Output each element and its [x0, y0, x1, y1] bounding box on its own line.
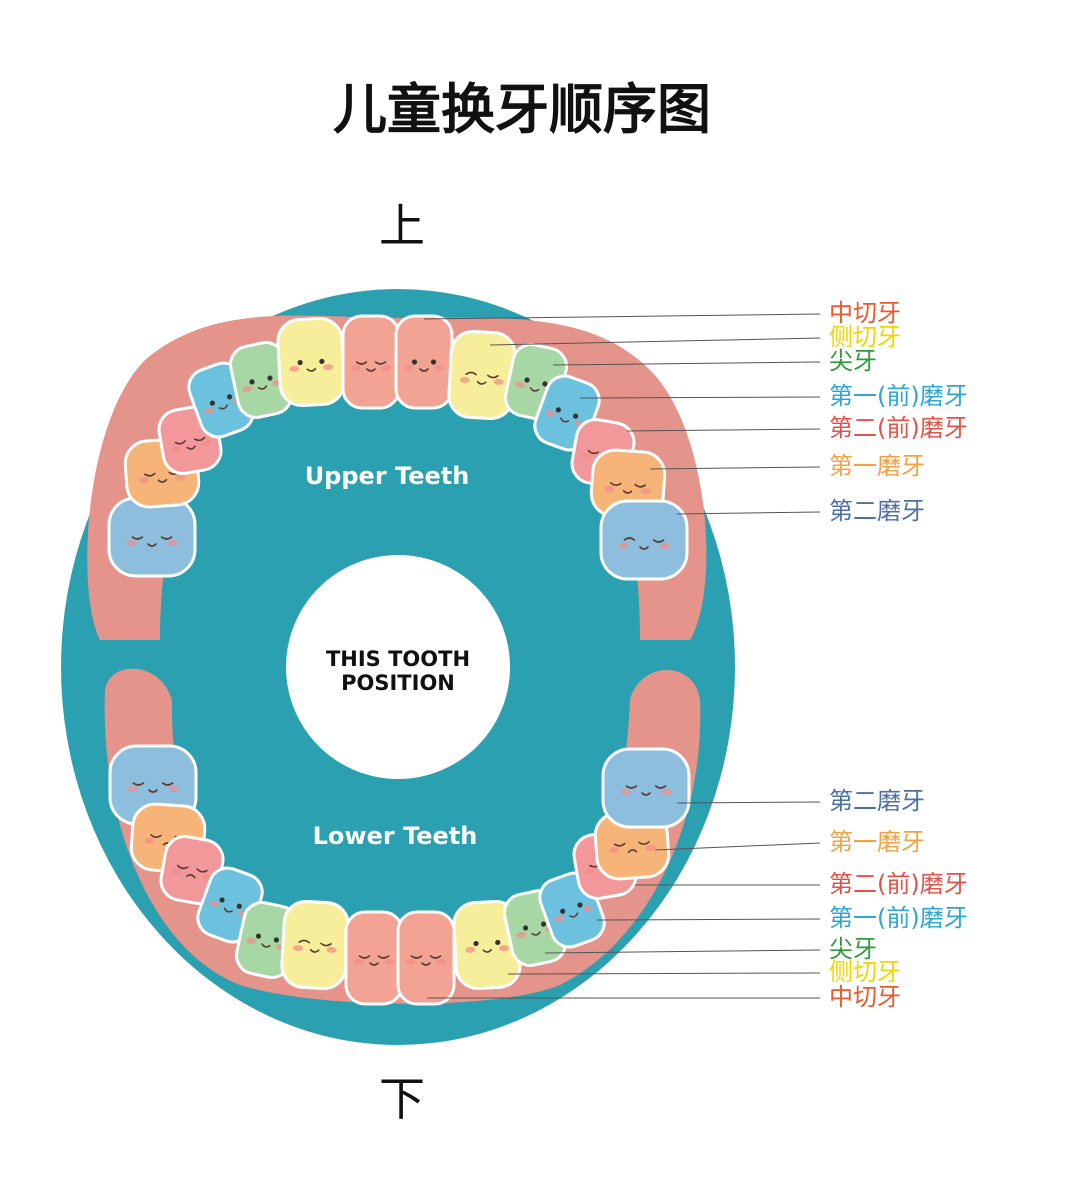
upper-teeth-label: Upper Teeth: [305, 462, 470, 490]
lower-teeth-label: Lower Teeth: [313, 822, 478, 850]
lower-leader-line-2: [654, 842, 821, 851]
upper-leader-line-7: [676, 511, 821, 515]
lower-label-second-premolar: 第二(前)磨牙: [829, 870, 968, 898]
upper-label-lateral-incisor: 侧切牙: [829, 323, 901, 351]
upper-leader-line-1: [423, 313, 821, 320]
lower-label-first-premolar: 第一(前)磨牙: [829, 904, 968, 932]
lower-leader-line-5: [544, 949, 821, 954]
upper-leader-line-5: [626, 428, 821, 432]
upper-tooth-second-molar: [107, 496, 197, 578]
upper-tooth-central-incisor: [394, 314, 454, 410]
lower-leader-line-6: [507, 972, 821, 975]
teeth-layer: [107, 314, 691, 1006]
upper-leader-line-2: [489, 337, 821, 346]
center-text-line-1: THIS TOOTH: [326, 647, 470, 671]
upper-leader-line-4: [579, 396, 821, 399]
lower-tooth-central-incisor: [344, 910, 404, 1006]
lower-direction-label: 下: [379, 1072, 425, 1126]
lower-label-lateral-incisor: 侧切牙: [829, 958, 901, 986]
lower-tooth-second-molar: [601, 747, 691, 829]
center-text-line-2: POSITION: [341, 671, 455, 695]
upper-tooth-central-incisor: [341, 314, 401, 410]
upper-leader-line-6: [649, 466, 821, 470]
upper-label-canine: 尖牙: [829, 347, 877, 375]
lower-tooth-lateral-incisor: [280, 899, 350, 991]
lower-label-second-molar: 第二磨牙: [829, 787, 925, 815]
upper-tooth-lateral-incisor: [447, 329, 517, 421]
lower-label-central-incisor: 中切牙: [829, 983, 901, 1011]
center-circle: [286, 555, 510, 779]
lower-label-first-molar: 第一磨牙: [829, 828, 925, 856]
upper-tooth-lateral-incisor: [276, 316, 346, 408]
lower-tooth-lateral-incisor: [452, 899, 522, 991]
lower-leader-line-1: [676, 801, 821, 804]
lower-label-canine: 尖牙: [829, 935, 877, 963]
page-title: 儿童换牙顺序图: [333, 78, 711, 141]
upper-tooth-second-molar: [599, 499, 689, 581]
upper-direction-label: 上: [379, 199, 425, 253]
upper-leader-line-3: [552, 361, 821, 366]
upper-label-second-premolar: 第二(前)磨牙: [829, 414, 968, 442]
upper-label-second-molar: 第二磨牙: [829, 497, 925, 525]
lower-tooth-central-incisor: [396, 910, 456, 1006]
upper-label-first-molar: 第一磨牙: [829, 452, 925, 480]
upper-label-first-premolar: 第一(前)磨牙: [829, 382, 968, 410]
label-layer: 中切牙侧切牙尖牙第一(前)磨牙第二(前)磨牙第一磨牙第二磨牙第二磨牙第一磨牙第二…: [423, 299, 968, 1011]
lower-leader-line-4: [596, 918, 821, 921]
upper-label-central-incisor: 中切牙: [829, 299, 901, 327]
